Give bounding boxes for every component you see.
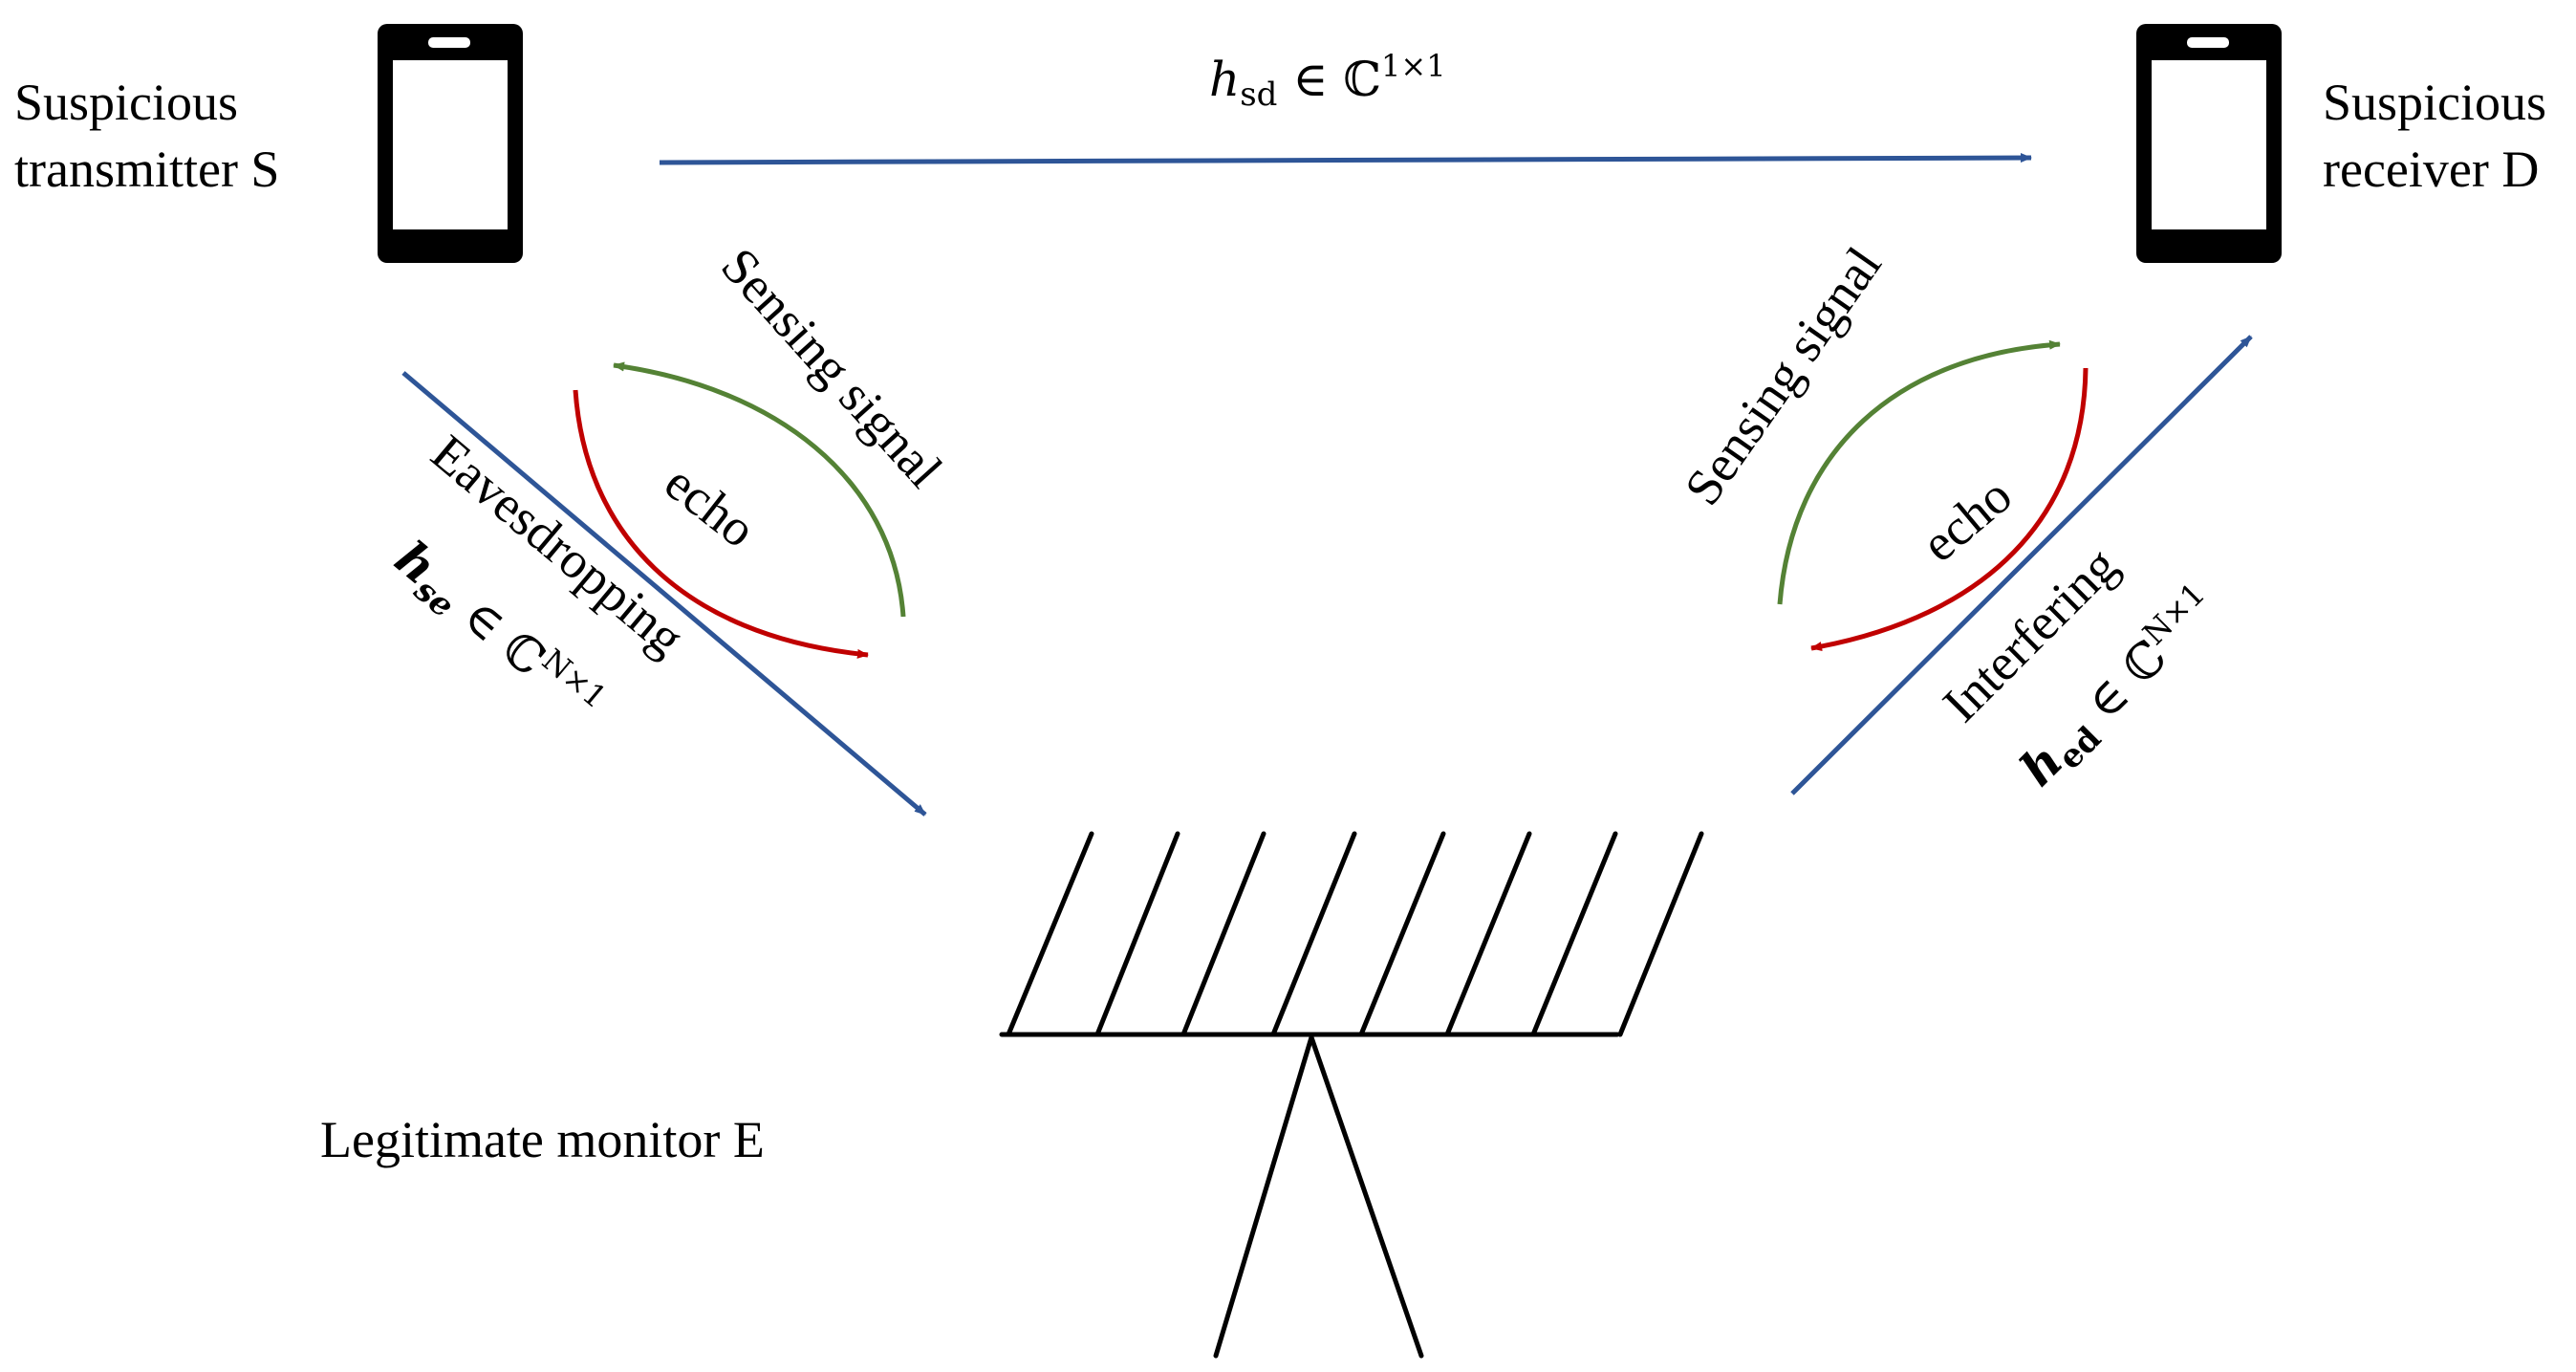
right-echo-label: echo [1911,467,2023,573]
left-sensing-signal-label: Sensing signal [710,237,953,498]
receiver-label-line1: Suspicious [2323,74,2546,131]
monitor-label: Legitimate monitor E [320,1111,765,1168]
left-sensing-signal-arrow [613,361,906,618]
direct-link-symbol: h [1209,52,1240,107]
right-sensing-signal-label: Sensing signal [1674,237,1893,515]
monitor-antenna-array-icon [999,831,1704,1359]
receiver-label-line2: receiver D [2323,141,2539,198]
direct-link-superscript: 1×1 [1381,48,1446,84]
receiver-phone-icon [2136,24,2282,263]
right-echo-arrow [1810,367,2089,651]
transmitter-label-line1: Suspicious [14,74,238,131]
right-sensing-signal-arrow [1777,339,2061,605]
direct-link-subscript: sd [1240,76,1277,114]
transmitter-label-line2: transmitter S [14,141,279,198]
transmitter-phone-icon [378,24,523,263]
eavesdropping-link-arrow [401,371,927,817]
direct-link-arrow [659,153,2032,165]
left-echo-label: echo [655,453,767,558]
direct-link-channel: hsd ∈ ℂ1×1 [1209,48,1446,114]
direct-link-relation: ∈ ℂ [1277,52,1381,107]
interfering-link-arrow [1790,335,2253,795]
left-echo-arrow [573,389,869,659]
